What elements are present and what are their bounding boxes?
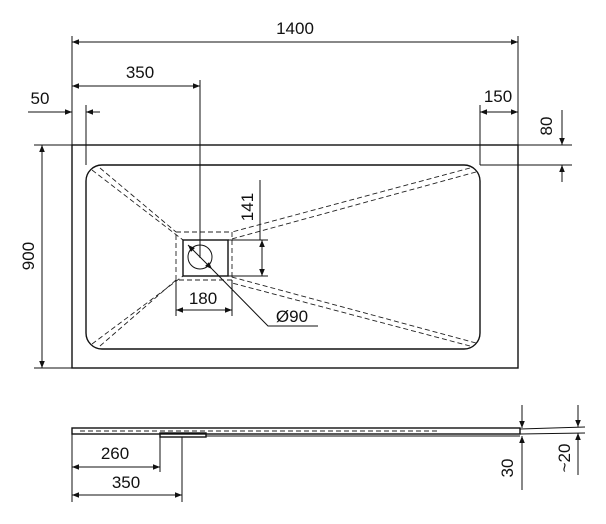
tray-profile bbox=[71, 427, 521, 435]
plan-view bbox=[71, 144, 519, 369]
dim-20: ~20 bbox=[555, 444, 574, 473]
side-view bbox=[71, 426, 586, 438]
dim-350: 350 bbox=[126, 63, 154, 82]
dim-150: 150 bbox=[484, 87, 512, 106]
dim-141: 141 bbox=[238, 193, 257, 221]
dim-30: 30 bbox=[498, 459, 517, 478]
dim-50: 50 bbox=[31, 89, 50, 108]
dim-260: 260 bbox=[101, 444, 129, 463]
dimensions-side: 260 350 30 ~20 bbox=[71, 405, 581, 502]
dim-1400: 1400 bbox=[276, 19, 314, 38]
dim-180: 180 bbox=[189, 289, 217, 308]
dim-drain-diameter: Ø90 bbox=[276, 307, 308, 326]
dimensions-plan: 1400 350 50 150 80 900 141 180 Ø90 bbox=[19, 19, 572, 369]
drain-cover-outer bbox=[175, 231, 233, 281]
tray-basin bbox=[85, 164, 481, 350]
dim-80: 80 bbox=[537, 117, 556, 136]
slope-lines bbox=[91, 167, 477, 347]
tray-outline bbox=[71, 144, 519, 369]
dim-900: 900 bbox=[19, 242, 38, 270]
drain-profile bbox=[159, 432, 207, 438]
dim-350-side: 350 bbox=[112, 473, 140, 492]
drain-box bbox=[182, 239, 229, 277]
